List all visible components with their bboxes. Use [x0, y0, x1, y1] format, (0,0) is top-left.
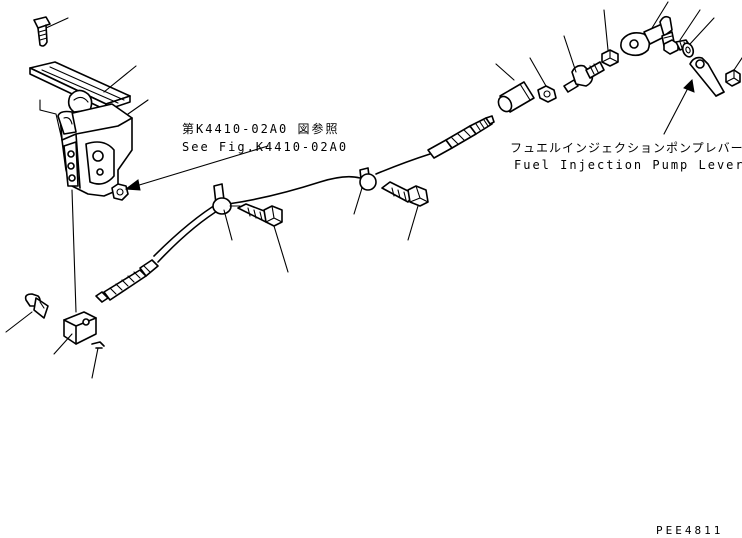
cable-clamp-2	[359, 167, 377, 191]
control-cable	[95, 115, 495, 303]
clamp-bolt-2	[381, 181, 429, 207]
adjuster-stud	[563, 61, 605, 93]
sleeve-nut	[497, 81, 535, 113]
nut-1	[537, 85, 557, 103]
pump-lever	[689, 56, 725, 97]
clamp-bolt-1	[237, 203, 283, 227]
accelerator-pedal	[29, 61, 133, 197]
reference-label-en: See Fig.K4410-02A0	[182, 140, 349, 154]
pump-lever-label-en: Fuel Injection Pump Lever	[514, 158, 742, 172]
washer	[681, 42, 695, 58]
nut-pedal	[111, 183, 129, 201]
ball-joint	[620, 15, 675, 57]
arrow-to-pedal-nut	[124, 145, 269, 191]
clip-small	[91, 341, 105, 349]
block-connector	[63, 311, 97, 345]
cable-clamp-1	[212, 183, 241, 215]
arrow-to-pump-lever	[663, 78, 695, 135]
pump-lever-label-jp: フュエルインジェクションポンプレバー	[510, 141, 742, 155]
nut-4	[725, 69, 741, 87]
bolt-top-left	[33, 16, 51, 47]
pedal-rod	[71, 189, 77, 313]
bolt-lower-left	[24, 293, 49, 319]
leader-lines	[5, 1, 742, 379]
nut-2	[601, 49, 619, 67]
reference-label-jp: 第K4410-02A0 図参照	[182, 122, 340, 136]
drawing-code: PEE4811	[656, 524, 724, 537]
